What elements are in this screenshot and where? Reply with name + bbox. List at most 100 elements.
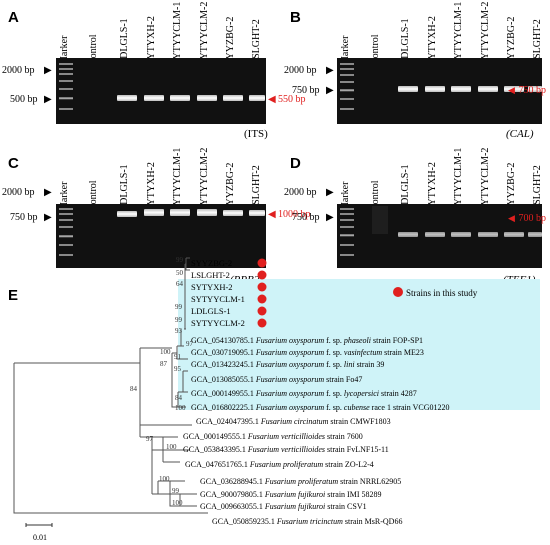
tree-panel-e: E Strains in this study	[8, 256, 540, 542]
svg-text:◀: ◀	[268, 94, 276, 105]
band-size-label: 550 bp	[278, 94, 306, 105]
svg-text:◀: ◀	[268, 209, 276, 220]
svg-text:▶: ▶	[326, 187, 334, 198]
gel-band	[170, 209, 190, 216]
bootstrap: 100	[172, 499, 183, 507]
lane-label: SYTYYCLM-2	[199, 2, 210, 65]
bootstrap: 87	[160, 360, 168, 368]
panel-letter-d: D	[290, 155, 301, 172]
marker-ladder	[340, 63, 354, 110]
scale-bar-label: 0.01	[33, 533, 47, 542]
gel-band	[528, 86, 542, 92]
taxon-label: GCA_030719095.1 Fusarium oxysporum f. sp…	[191, 348, 424, 357]
gel-panel-a: A Marker Control LDLGLS-1 SYTYXH-2 SYTYY…	[2, 2, 306, 140]
marker-size-label: 750 bp	[292, 85, 320, 96]
gel-band	[425, 86, 445, 92]
band-size-label: 750 bp	[519, 85, 547, 96]
svg-text:▶: ▶	[44, 212, 52, 223]
svg-text:▶: ▶	[44, 65, 52, 76]
panel-letter-b: B	[290, 9, 301, 26]
marker-size-label: 2000 bp	[2, 187, 35, 198]
taxon-label: GCA_009663055.1 Fusarium fujikuroi strai…	[200, 502, 367, 511]
taxon-label: GCA_013423245.1 Fusarium oxysporum f. sp…	[191, 360, 384, 369]
taxon-label: GCA_054130785.1 Fusarium oxysporum f. sp…	[191, 336, 423, 345]
gel-smear	[372, 206, 388, 234]
taxon-label: GCA_050859235.1 Fusarium tricinctum stra…	[212, 517, 402, 526]
lane-label: Marker	[59, 181, 70, 211]
bootstrap: 97	[186, 340, 194, 348]
panel-letter-c: C	[8, 155, 19, 172]
lane-label: SYTYYCLM-1	[453, 148, 464, 211]
marker-ladder	[340, 208, 354, 256]
lane-label: LSLGHT-2	[532, 19, 543, 65]
sample-bands	[117, 209, 265, 217]
lane-label: LSLGHT-2	[251, 165, 262, 211]
lane-label: SYTYYCLM-1	[172, 148, 183, 211]
gel-band	[478, 232, 498, 237]
gene-label: (ITS)	[244, 128, 268, 140]
lane-label: Marker	[340, 35, 351, 65]
bootstrap: 93	[175, 327, 183, 335]
gel-band	[197, 209, 217, 216]
gel-band	[504, 86, 524, 92]
gel-panel-b: B Marker Control LDLGLS-1 SYTYXH-2 SYTYY…	[284, 2, 543, 140]
lane-labels-b: Marker Control LDLGLS-1 SYTYXH-2 SYTYYCL…	[340, 2, 543, 65]
bootstrap: 84	[175, 394, 183, 402]
sample-bands	[117, 95, 265, 101]
gel-band	[170, 95, 190, 101]
gel-band	[144, 209, 164, 216]
study-strain-dot	[257, 258, 267, 268]
svg-text:▶: ▶	[326, 85, 334, 96]
gel-band	[117, 211, 137, 217]
taxon-label: GCA_036288945.1 Fusarium proliferatum st…	[200, 477, 401, 486]
band-size-label: 700 bp	[519, 213, 547, 224]
marker-ladder	[59, 208, 73, 256]
gel-band	[478, 86, 498, 92]
panel-letter-a: A	[8, 9, 19, 26]
study-strain: LDLGLS-1	[191, 306, 231, 316]
lane-label: SYTYYCLM-2	[199, 148, 210, 211]
marker-size-label: 750 bp	[292, 212, 320, 223]
marker-size-label: 2000 bp	[284, 187, 317, 198]
taxon-label: GCA_024047395.1 Fusarium circinatum stra…	[196, 417, 391, 426]
taxon-label: GCA_053843395.1 Fusarium verticillioides…	[183, 445, 389, 454]
marker-ladder	[59, 63, 73, 110]
lane-label: SYTYXH-2	[146, 16, 157, 65]
oxysporum-clade-highlight	[178, 279, 540, 410]
taxon-label: GCA_900079805.1 Fusarium fujikuroi strai…	[200, 490, 381, 499]
study-strain-labels: SYYZBG-2 LSLGHT-2 SYTYXH-2 SYTYYCLM-1 LD…	[191, 258, 245, 328]
bootstrap: 100	[159, 475, 170, 483]
gel-band	[425, 232, 445, 237]
bootstrap: 84	[130, 385, 138, 393]
lane-label: SYTYXH-2	[146, 162, 157, 211]
lane-label: Marker	[59, 35, 70, 65]
gel-band	[223, 210, 243, 216]
lane-label: LSLGHT-2	[251, 19, 262, 65]
lane-labels-c: Marker Control LDLGLS-1 SYTYXH-2 SYTYYCL…	[59, 148, 262, 211]
lane-label: SYTYYCLM-1	[172, 2, 183, 65]
scale-bar	[25, 523, 53, 527]
bootstrap-values: 99 50 64 99 99 93 97 91 95 100 87 84 100…	[130, 256, 194, 507]
gel-band	[504, 232, 524, 237]
gel-band	[197, 95, 217, 101]
taxon-label: GCA_013085055.1 Fusarium oxysporum strai…	[191, 375, 362, 384]
tree-branches	[13, 257, 208, 514]
legend-label: Strains in this study	[406, 288, 478, 298]
marker-size-label: 750 bp	[10, 212, 38, 223]
gel-band	[117, 95, 137, 101]
taxon-label: GCA_047651765.1 Fusarium proliferatum st…	[185, 460, 374, 469]
study-strain-dot	[257, 282, 267, 292]
svg-text:▶: ▶	[44, 94, 52, 105]
sample-bands	[398, 86, 542, 92]
lane-label: LDLGLS-1	[400, 18, 411, 65]
marker-size-label: 500 bp	[10, 94, 38, 105]
reference-taxa: GCA_054130785.1 Fusarium oxysporum f. sp…	[183, 336, 450, 526]
taxon-label: GCA_016802225.1 Fusarium oxysporum f. sp…	[191, 403, 450, 412]
bootstrap: 50	[176, 269, 184, 277]
bootstrap: 100	[160, 348, 171, 356]
lane-label: SYTYYCLM-1	[453, 2, 464, 65]
bootstrap: 97	[146, 435, 154, 443]
taxon-label: GCA_000149555.1 Fusarium verticillioides…	[183, 432, 363, 441]
study-strain: SYTYYCLM-2	[191, 318, 245, 328]
study-strain-dot	[257, 270, 267, 280]
